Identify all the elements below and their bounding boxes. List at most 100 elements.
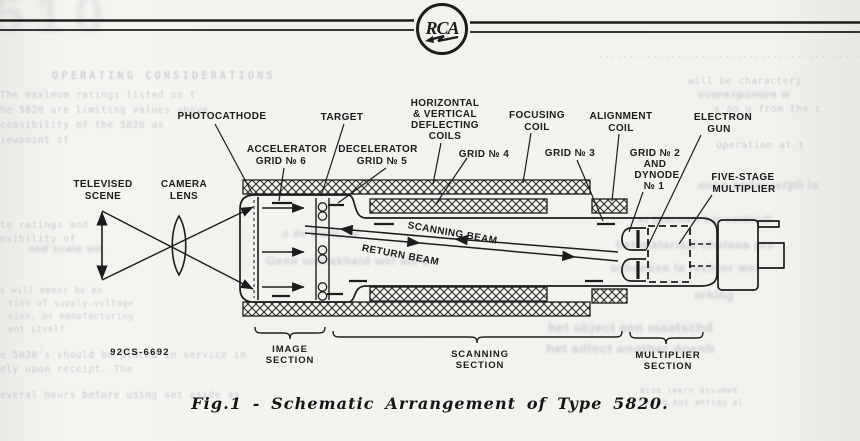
ghost-text: mine learn assumed	[640, 386, 738, 395]
target-loops	[317, 202, 328, 301]
image-section-brace	[254, 326, 326, 340]
label-scanning-section: SCANNING	[451, 349, 509, 360]
svg-text:SECTION: SECTION	[644, 361, 693, 372]
ghost-text: he 5820 are limiting values above	[0, 105, 209, 116]
ghost-text: eed scale wa	[28, 243, 103, 255]
grid4-bar-bottom	[369, 286, 548, 302]
label-grid3: GRID № 3	[545, 148, 596, 159]
svg-text:& VERTICAL: & VERTICAL	[413, 109, 477, 120]
svg-text:GRID № 5: GRID № 5	[357, 156, 408, 167]
return-beam-line	[304, 232, 619, 262]
five-stage-multiplier-box	[647, 225, 691, 283]
svg-text:DEFLECTING: DEFLECTING	[411, 120, 479, 131]
part-labels: TELEVISED SCENE CAMERA LENS PHOTOCATHODE…	[73, 98, 776, 268]
section-braces	[254, 326, 704, 345]
label-photocathode: PHOTOCATHODE	[178, 111, 267, 122]
svg-text:LENS: LENS	[170, 191, 198, 202]
svg-text:COIL: COIL	[608, 123, 634, 134]
base-key	[757, 242, 785, 269]
ghost-text: het adlect another doenb	[546, 341, 715, 356]
ghost-text: everal hours before using set aside as	[0, 390, 241, 401]
ghost-text: orking	[694, 288, 735, 302]
rca-lightning-arrowhead-icon	[425, 36, 434, 43]
label-televised-scene: TELEVISED	[73, 179, 132, 190]
svg-text:AND: AND	[644, 159, 667, 170]
ghost-text: ceasibility of the 5820 as	[0, 120, 165, 131]
header-rules	[0, 19, 860, 33]
label-focusing-coil: FOCUSING	[509, 110, 565, 121]
svg-text:COILS: COILS	[429, 131, 462, 142]
image-section-envelope	[239, 194, 348, 303]
electrode-stubs	[272, 201, 615, 298]
drawing-number: 92CS-6692	[110, 347, 170, 358]
rca-logo: RCA	[416, 3, 468, 55]
tube-envelope	[239, 194, 785, 303]
svg-text:№ 1: № 1	[644, 181, 665, 192]
label-multiplier-section: MULTIPLIER	[635, 350, 700, 361]
ghost-text: nsibility of	[0, 234, 76, 245]
alignment-coil-block-top	[591, 198, 628, 214]
camera-lens-shape	[171, 214, 187, 277]
ghost-text: ring bot antiqu al	[646, 398, 744, 407]
label-camera-lens: CAMERA	[161, 179, 207, 190]
label-decelerator-grid5: DECELERATOR	[338, 144, 418, 155]
ghost-text: et thermen kol verbindi	[638, 214, 773, 226]
svg-text:DYNODE: DYNODE	[634, 170, 679, 181]
ghost-text: sion, or manufacturing	[8, 312, 134, 322]
label-return-beam: RETURN BEAM	[361, 243, 440, 268]
ghost-text: s will never be ex	[0, 286, 103, 296]
label-electron-gun: ELECTRON	[694, 112, 752, 123]
ghost-text: ely upon receipt. The	[0, 364, 133, 375]
rca-lightning-icon	[428, 34, 459, 43]
electron-image-arrows	[262, 203, 305, 292]
svg-text:MULTIPLIER: MULTIPLIER	[712, 184, 776, 195]
ghost-text: s po g from the c	[714, 104, 822, 115]
ghost-text: het materiaal chelsea pre	[616, 238, 775, 252]
grid4-bar-top	[369, 198, 548, 214]
section-labels: IMAGE SECTION SCANNING SECTION MULTIPLIE…	[110, 344, 700, 372]
ghost-text: The maximum ratings listed on t	[0, 90, 196, 101]
light-ray-bottom	[101, 206, 254, 281]
light-ray-top	[101, 210, 254, 290]
ghost-text: het object een maatschd	[548, 320, 714, 335]
label-grid2-dynode1: GRID № 2	[630, 148, 681, 159]
ghost-text: overexposure w	[698, 89, 791, 101]
svg-text:COIL: COIL	[524, 122, 550, 133]
photocathode-target	[253, 197, 330, 301]
gun-cup-lower	[621, 258, 646, 282]
svg-text:GRID № 6: GRID № 6	[256, 156, 307, 167]
figure-caption: Fig.1 - Schematic Arrangement of Type 58…	[190, 394, 669, 413]
ghost-text: e 5820's should be placed in service im	[0, 350, 247, 361]
label-image-section: IMAGE	[272, 344, 308, 355]
label-accelerator-grid6: ACCELERATOR	[247, 144, 328, 155]
ghost-text: will be characteri	[688, 76, 802, 87]
label-alignment-coil: ALIGNMENT	[589, 111, 652, 122]
label-five-stage-multiplier: FIVE-STAGE	[711, 172, 774, 183]
gun-cup-upper	[621, 227, 646, 251]
leader-lines	[214, 123, 713, 251]
coil-bars	[242, 179, 628, 317]
tube-base	[717, 219, 759, 291]
label-deflecting-coils: HORIZONTAL	[411, 98, 480, 109]
rca-logo-text: RCA	[424, 18, 459, 38]
svg-text:SECTION: SECTION	[456, 360, 505, 371]
ghost-text: ance onderverpli la	[698, 178, 819, 192]
ghost-text: 510	[0, 0, 115, 45]
electron-gun	[621, 225, 714, 283]
ghost-text: ent itself	[8, 325, 66, 335]
focusing-deflecting-coil-bar-top	[242, 179, 591, 195]
ghost-text: te ratings and	[0, 220, 89, 231]
ghost-text: iewpoint of	[0, 135, 70, 146]
optics	[96, 206, 254, 290]
label-grid4: GRID № 4	[459, 149, 510, 160]
multiplier-section-brace	[629, 331, 704, 345]
ghost-text: Geen onvlakheid wel als b	[266, 254, 431, 268]
base-pin	[757, 220, 780, 228]
label-target: TARGET	[321, 112, 364, 123]
ghost-text: OPERATING CONSIDERATIONS	[52, 70, 276, 82]
scanning-section-envelope	[347, 194, 718, 303]
svg-text:GUN: GUN	[707, 124, 730, 135]
scanning-section-brace	[332, 330, 623, 344]
